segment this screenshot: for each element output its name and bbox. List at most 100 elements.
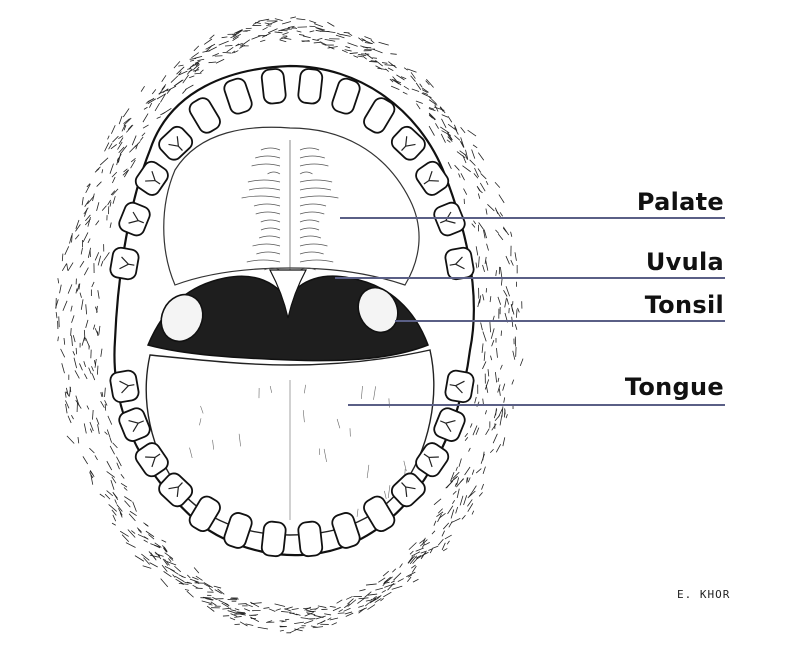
hatch-stroke <box>194 60 201 64</box>
hatch-stroke <box>142 124 149 129</box>
hatch-stroke <box>450 472 455 482</box>
hatch-stroke <box>385 68 389 72</box>
tongue-stroke <box>373 386 376 400</box>
hatch-stroke <box>104 142 110 152</box>
hatch-stroke <box>193 45 200 52</box>
hatch-stroke <box>415 555 422 559</box>
hatch-stroke <box>92 324 96 330</box>
hatch-stroke <box>440 126 450 134</box>
hatch-stroke <box>312 38 319 42</box>
hatch-stroke <box>279 39 287 43</box>
hatch-stroke <box>359 589 366 592</box>
hatch-stroke <box>109 437 113 443</box>
palate-ridge <box>251 163 281 167</box>
hatch-stroke <box>313 41 322 44</box>
hatch-stroke <box>460 141 465 148</box>
hatch-stroke <box>460 173 465 181</box>
hatch-stroke <box>140 85 145 92</box>
upper-tooth <box>260 68 287 105</box>
hatch-stroke <box>482 466 486 475</box>
lower-tooth <box>223 512 253 549</box>
hatch-stroke <box>195 575 203 581</box>
hatch-stroke <box>109 201 112 207</box>
hatch-stroke <box>65 403 68 414</box>
hatch-stroke <box>118 137 124 145</box>
hatch-stroke <box>108 143 113 150</box>
hatch-stroke <box>400 76 407 80</box>
hatch-stroke <box>104 493 111 500</box>
hatch-stroke <box>202 596 212 599</box>
hatch-stroke <box>94 358 97 368</box>
hatch-stroke <box>309 20 317 24</box>
hatch-stroke <box>381 590 386 593</box>
hatch-stroke <box>487 369 490 377</box>
hatch-stroke <box>191 52 199 59</box>
hatch-stroke <box>75 288 78 294</box>
hatch-stroke <box>241 39 251 46</box>
hatch-stroke <box>67 284 73 294</box>
hatch-stroke <box>358 608 365 614</box>
palate-ridge <box>299 203 327 207</box>
lower-tooth <box>390 472 426 508</box>
hatch-stroke <box>491 340 495 347</box>
hatch-stroke <box>97 290 100 299</box>
uvula <box>269 269 307 319</box>
hatch-stroke <box>96 166 101 171</box>
hatch-stroke <box>130 159 136 169</box>
hatch-stroke <box>218 40 229 46</box>
tonsil-left <box>160 293 204 343</box>
hatch-stroke <box>469 423 473 428</box>
hatch-stroke <box>111 509 117 516</box>
hatch-stroke <box>382 570 389 577</box>
hatch-stroke <box>92 193 95 202</box>
palate-ridge <box>241 195 281 199</box>
palate-ridge <box>299 179 333 183</box>
hatch-stroke <box>482 398 484 405</box>
hatch-stroke <box>429 547 434 554</box>
hatch-stroke <box>235 29 243 34</box>
hatch-stroke <box>497 296 502 305</box>
hatch-stroke <box>447 131 453 141</box>
hatch-stroke <box>221 602 230 608</box>
hatch-stroke <box>454 482 457 487</box>
hatch-stroke <box>197 58 205 62</box>
hatch-stroke <box>409 550 414 555</box>
hatch-stroke <box>367 593 378 596</box>
hatch-stroke <box>89 470 94 475</box>
hatch-stroke <box>85 304 88 315</box>
hatch-stroke <box>464 466 471 476</box>
hatch-stroke <box>143 522 149 527</box>
hatch-stroke <box>502 437 506 447</box>
hatch-stroke <box>317 605 327 608</box>
hatch-stroke <box>492 433 498 444</box>
hatch-stroke <box>461 515 466 520</box>
hatch-stroke <box>101 169 104 174</box>
hatch-stroke <box>112 135 119 143</box>
palate-ridge <box>252 243 281 247</box>
hatch-stroke <box>364 42 373 45</box>
tongue-stroke <box>302 410 305 423</box>
hatch-stroke <box>289 627 300 634</box>
upper-tooth-groove <box>440 211 456 224</box>
hatch-stroke <box>484 410 487 415</box>
hatch-stroke <box>104 400 108 406</box>
hatch-stroke <box>415 82 422 90</box>
palate-ridge <box>299 235 322 239</box>
hatch-stroke <box>160 93 166 103</box>
hatch-stroke <box>275 608 281 611</box>
hatch-stroke <box>410 75 416 82</box>
hatch-stroke <box>156 93 166 100</box>
hatch-stroke <box>409 555 418 565</box>
hatch-stroke <box>142 565 152 569</box>
hatch-stroke <box>384 64 395 67</box>
hatch-stroke <box>121 124 126 132</box>
tongue-stroke <box>238 433 241 447</box>
lower-tooth <box>331 512 361 549</box>
hatch-stroke <box>299 34 305 36</box>
hatch-stroke <box>136 527 142 533</box>
hatch-stroke <box>471 469 475 475</box>
hatch-stroke <box>466 477 468 482</box>
hatch-stroke <box>123 168 128 173</box>
hatch-stroke <box>499 414 503 426</box>
hatch-stroke <box>315 27 326 31</box>
